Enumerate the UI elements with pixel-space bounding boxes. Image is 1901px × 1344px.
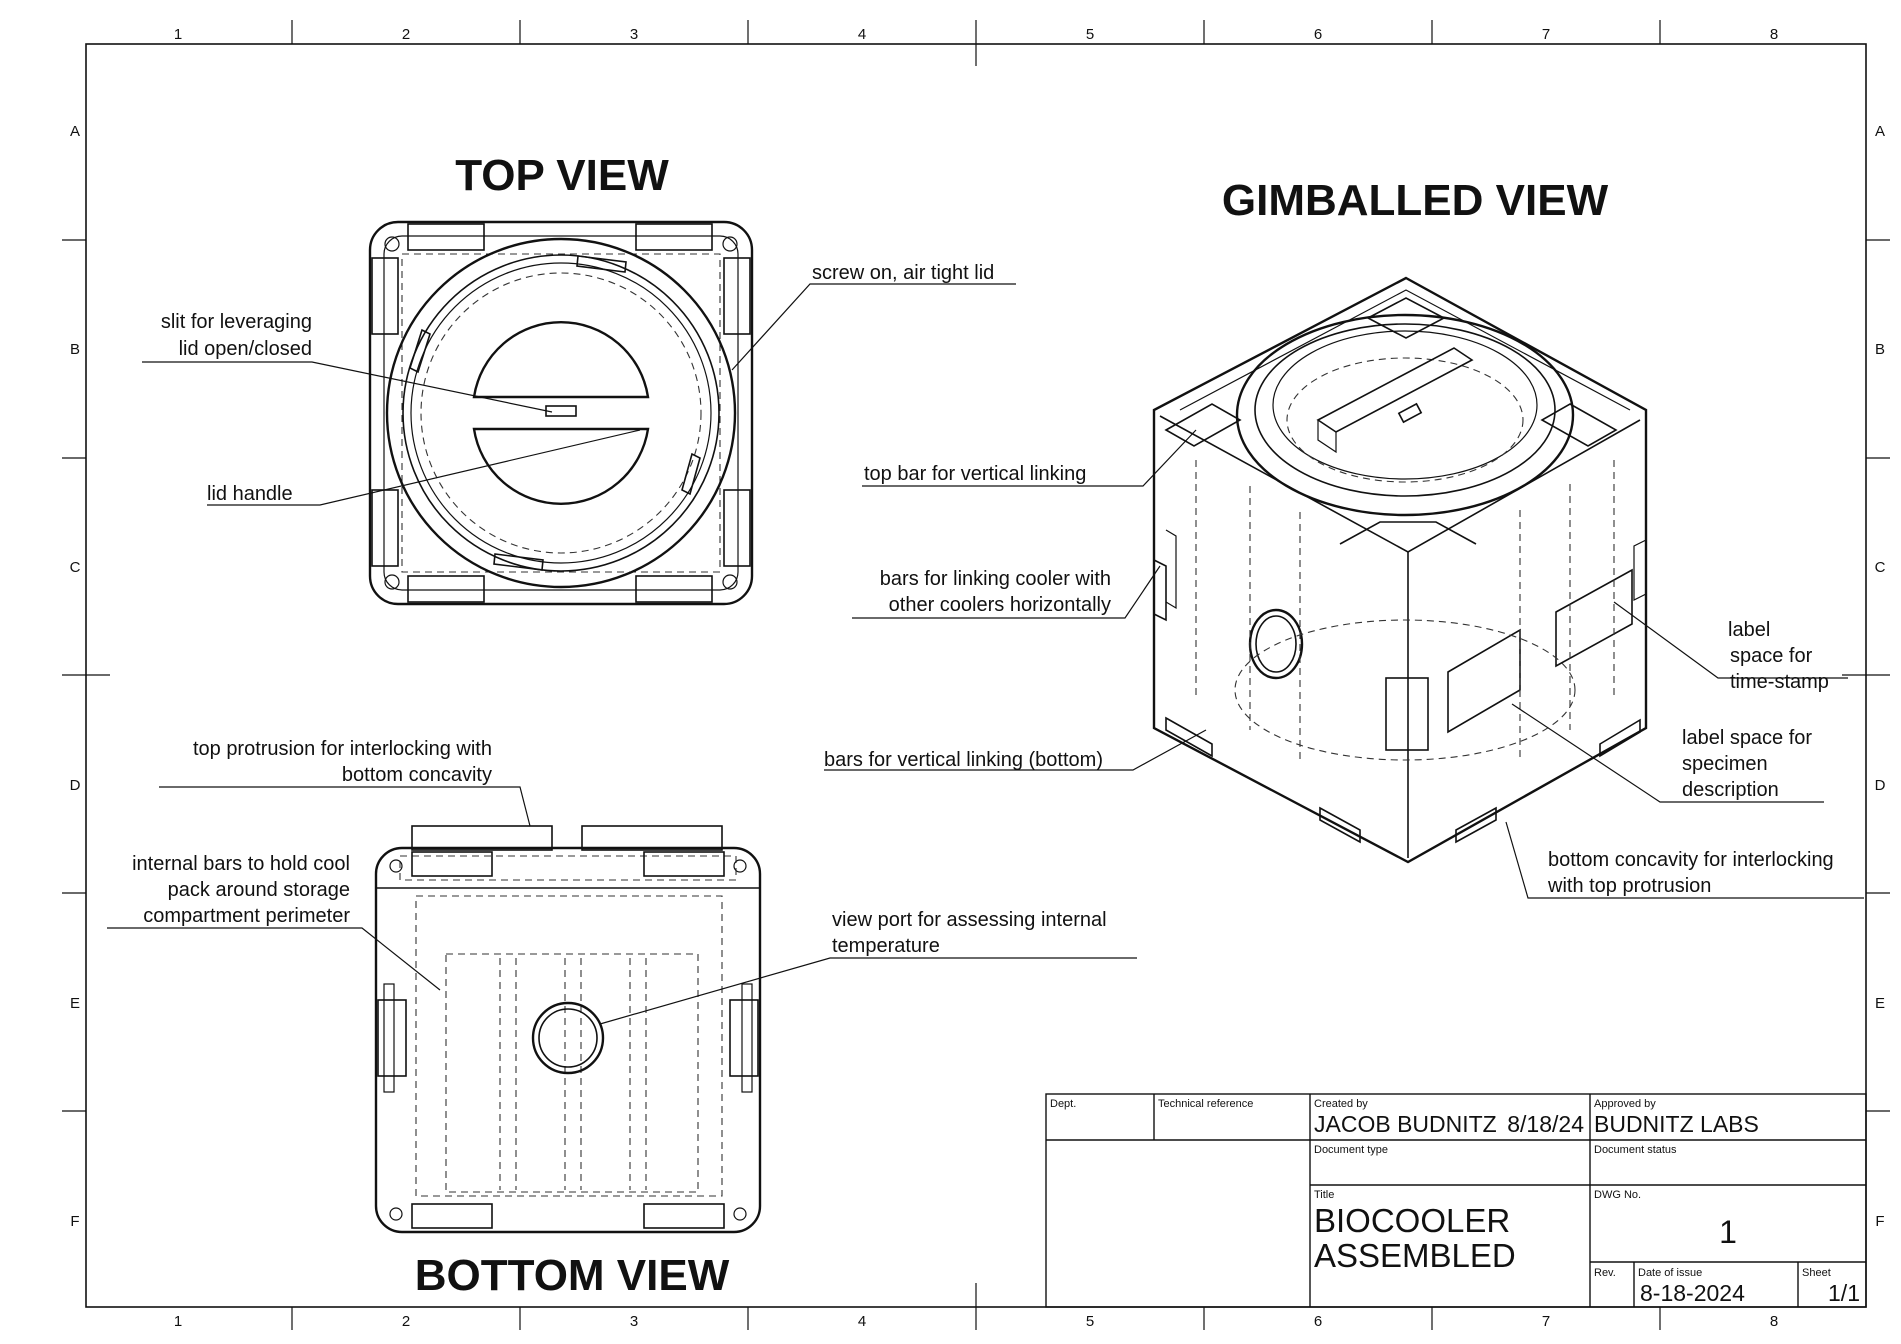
callout-label-timestamp-3: time-stamp [1730,671,1829,693]
tb-dept-label: Dept. [1050,1098,1076,1110]
callout-slit-line-1: slit for leveraging [161,311,312,333]
zone-col-1-top: 1 [174,26,182,43]
callout-label-timestamp-1: label [1728,619,1770,641]
callout-view-port-1: view port for assessing internal [832,909,1107,931]
zone-col-6-top: 6 [1314,26,1322,43]
zone-row-b-right: B [1875,341,1885,358]
bottom-view-drawing [374,825,762,1234]
callout-label-timestamp-2: space for [1730,645,1813,667]
bottom-view-title: BOTTOM VIEW [415,1251,730,1300]
callout-bottom-concavity-1: bottom concavity for interlocking [1548,849,1834,871]
callout-label-specimen-3: description [1682,779,1779,801]
tb-approved-by: BUDNITZ LABS [1594,1111,1759,1137]
tb-created-by: JACOB BUDNITZ [1314,1111,1497,1137]
zone-col-3-bottom: 3 [630,1313,638,1330]
tb-sheet-label: Sheet [1802,1267,1831,1279]
tb-created-date: 8/18/24 [1507,1111,1584,1137]
zone-col-2-bottom: 2 [402,1313,410,1330]
tb-approved-by-label: Approved by [1594,1098,1656,1110]
callout-top-protrusion-2: bottom concavity [342,764,492,786]
top-view-title: TOP VIEW [455,151,669,200]
zone-col-4-bottom: 4 [858,1313,866,1330]
tb-title-label: Title [1314,1189,1334,1201]
gimballed-view-drawing [1152,276,1648,864]
zone-row-e-right: E [1875,995,1885,1012]
zone-col-5-top: 5 [1086,26,1094,43]
zone-col-8-top: 8 [1770,26,1778,43]
zone-row-d-left: D [70,777,81,794]
zone-row-d-right: D [1875,777,1886,794]
tb-title-line-2: ASSEMBLED [1314,1237,1516,1274]
callout-top-protrusion-1: top protrusion for interlocking with [193,738,492,760]
zone-col-2-top: 2 [402,26,410,43]
callout-bottom-concavity-2: with top protrusion [1547,875,1711,897]
callout-internal-bars-2: pack around storage [168,879,350,901]
tb-sheet: 1/1 [1828,1280,1860,1306]
zone-col-3-top: 3 [630,26,638,43]
zone-row-f-right: F [1875,1213,1884,1230]
drawing-frame [62,20,1890,1330]
callout-bars-vertical-bottom: bars for vertical linking (bottom) [824,749,1103,771]
tb-dwg-no-label: DWG No. [1594,1189,1641,1201]
zone-row-e-left: E [70,995,80,1012]
tb-rev-label: Rev. [1594,1267,1616,1279]
tb-date-issue: 8-18-2024 [1640,1280,1745,1306]
callout-top-bar: top bar for vertical linking [864,463,1086,485]
tb-title-line-1: BIOCOOLER [1314,1202,1510,1239]
leader-lines [107,283,1864,1025]
zone-row-a-right: A [1875,123,1885,140]
callout-screw-lid: screw on, air tight lid [812,262,994,284]
zone-col-6-bottom: 6 [1314,1313,1322,1330]
callout-label-specimen-1: label space for [1682,727,1812,749]
callout-label-specimen-2: specimen [1682,753,1768,775]
callout-bars-horizontal-1: bars for linking cooler with [880,568,1111,590]
zone-row-b-left: B [70,341,80,358]
callout-internal-bars-1: internal bars to hold cool [132,853,350,875]
callout-view-port-2: temperature [832,935,940,957]
zone-col-7-bottom: 7 [1542,1313,1550,1330]
title-block [1045,1093,1867,1308]
callout-slit-line-2: lid open/closed [179,338,312,360]
callout-internal-bars-3: compartment perimeter [143,905,350,927]
top-view-drawing [368,220,754,606]
callout-lid-handle: lid handle [207,483,293,505]
zone-col-1-bottom: 1 [174,1313,182,1330]
tb-tech-ref-label: Technical reference [1158,1098,1253,1110]
zone-col-4-top: 4 [858,26,866,43]
tb-doc-type-label: Document type [1314,1144,1388,1156]
zone-row-f-left: F [70,1213,79,1230]
gimballed-view-title: GIMBALLED VIEW [1222,176,1609,225]
callout-bars-horizontal-2: other coolers horizontally [889,594,1111,616]
tb-doc-status-label: Document status [1594,1144,1677,1156]
zone-row-c-right: C [1875,559,1886,576]
zone-col-5-bottom: 5 [1086,1313,1094,1330]
zone-col-7-top: 7 [1542,26,1550,43]
tb-date-issue-label: Date of issue [1638,1267,1702,1279]
tb-created-by-label: Created by [1314,1098,1368,1110]
zone-row-c-left: C [70,559,81,576]
tb-dwg-no: 1 [1719,1214,1737,1250]
zone-col-8-bottom: 8 [1770,1313,1778,1330]
zone-row-a-left: A [70,123,80,140]
